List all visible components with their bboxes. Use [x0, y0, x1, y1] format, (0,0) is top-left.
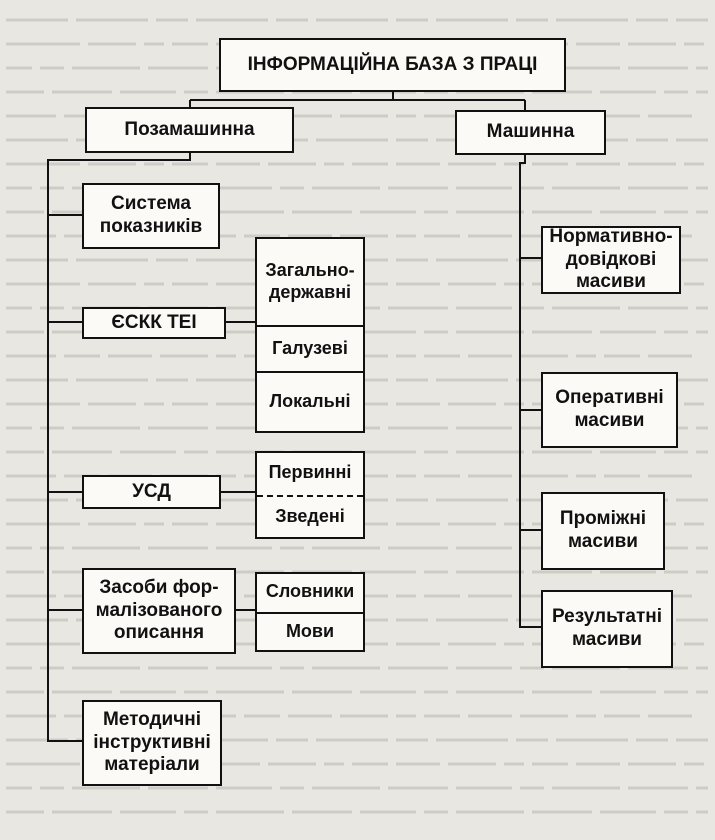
formal-tool-languages: Мови [285, 621, 335, 642]
methodical-materials-box: Методичні інструктивні матеріали [82, 700, 222, 786]
classifier-divider-1 [257, 325, 363, 327]
classifier-level-national: Загально- державні [265, 260, 355, 302]
formal-tool-dictionaries: Словники [265, 581, 355, 602]
document-type-primary: Первинні [268, 462, 352, 483]
intermediate-arrays-box: Проміжні масиви [541, 492, 665, 570]
document-system-box: УСД [82, 475, 221, 509]
formal-description-box: Засоби фор- малізованого описання [82, 568, 236, 654]
title-box: ІНФОРМАЦІЙНА БАЗА З ПРАЦІ [219, 38, 566, 92]
machine-branch-label: Машинна [486, 121, 575, 143]
result-arrays-label: Результатні масиви [551, 606, 663, 650]
indicator-system-label: Система показників [99, 193, 203, 237]
classifier-system-box: ЄСКК ТЕІ [82, 307, 226, 339]
formal-tools-divider [257, 612, 363, 614]
classifier-divider-2 [257, 371, 363, 373]
intermediate-arrays-label: Проміжні масиви [559, 508, 647, 552]
diagram-title: ІНФОРМАЦІЙНА БАЗА З ПРАЦІ [247, 53, 538, 75]
classifier-level-branch: Галузеві [272, 338, 348, 359]
indicator-system-box: Система показників [82, 183, 220, 249]
document-divider [257, 495, 363, 497]
operational-arrays-label: Оперативні масиви [555, 387, 664, 431]
result-arrays-box: Результатні масиви [541, 590, 673, 668]
reference-arrays-label: Нормативно- довідкові масиви [549, 225, 673, 293]
machine-branch-box: Машинна [455, 110, 606, 155]
classifier-level-local: Локальні [269, 391, 351, 412]
formal-tools-group: Словники Мови [255, 572, 365, 652]
document-types-group: Первинні Зведені [255, 451, 365, 539]
offline-branch-label: Позамашинна [124, 118, 255, 140]
document-type-summary: Зведені [275, 506, 345, 527]
methodical-materials-label: Методичні інструктивні матеріали [93, 708, 211, 776]
offline-branch-box: Позамашинна [85, 107, 294, 153]
operational-arrays-box: Оперативні масиви [541, 372, 678, 448]
formal-description-label: Засоби фор- малізованого описання [95, 576, 223, 644]
document-system-label: УСД [132, 480, 171, 502]
reference-arrays-box: Нормативно- довідкові масиви [541, 226, 681, 294]
classifier-levels-group: Загально- державні Галузеві Локальні [255, 237, 365, 433]
classifier-system-label: ЄСКК ТЕІ [111, 311, 197, 333]
